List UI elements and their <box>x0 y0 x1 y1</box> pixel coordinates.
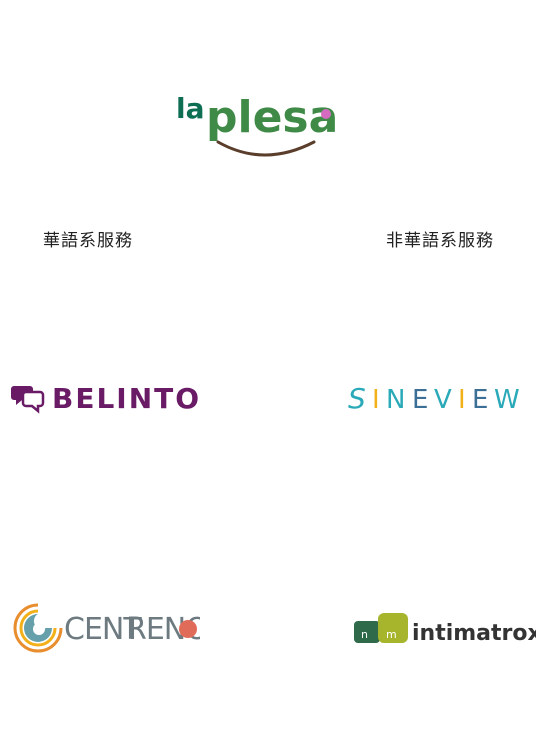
centreno-logo: CENT RENO <box>13 603 200 653</box>
sineview-letter-s: S <box>348 382 366 415</box>
sineview-letter-v: V <box>434 385 452 415</box>
centreno-salmon-dot <box>179 620 197 638</box>
laplesa-pink-dot <box>321 109 331 119</box>
sineview-letter-e2: E <box>472 385 488 415</box>
centreno-swirl-icon <box>13 603 63 653</box>
nm-badge-icon: n m <box>354 613 408 643</box>
centreno-wordmark-a: CENT <box>64 612 142 647</box>
sineview-letter-i2: I <box>458 385 466 415</box>
laplesa-plesa-text: plesa <box>206 92 338 143</box>
sineview-letter-w: W <box>494 385 520 415</box>
speech-bubbles-icon <box>11 386 45 414</box>
laplesa-logo: la plesa <box>176 92 338 157</box>
belinton-logo: BELINTON <box>11 382 200 415</box>
laplesa-la-text: la <box>176 92 205 125</box>
sineview-letter-e1: E <box>412 385 428 415</box>
intimatrox-logo: n m intimatrox <box>354 613 536 646</box>
sineview-letter-n: N <box>386 385 405 415</box>
nm-badge-n: n <box>361 628 368 641</box>
chinese-services-label: 華語系服務 <box>43 231 133 251</box>
laplesa-smile <box>216 140 316 157</box>
nm-badge-m: m <box>386 628 397 641</box>
non-chinese-services-label: 非華語系服務 <box>386 231 494 251</box>
sineview-letter-i1: I <box>372 385 380 415</box>
intimatrox-wordmark: intimatrox <box>412 621 536 646</box>
belinton-wordmark: BELINTON <box>52 382 200 415</box>
sineview-logo: S I N E V I E W <box>348 382 520 415</box>
